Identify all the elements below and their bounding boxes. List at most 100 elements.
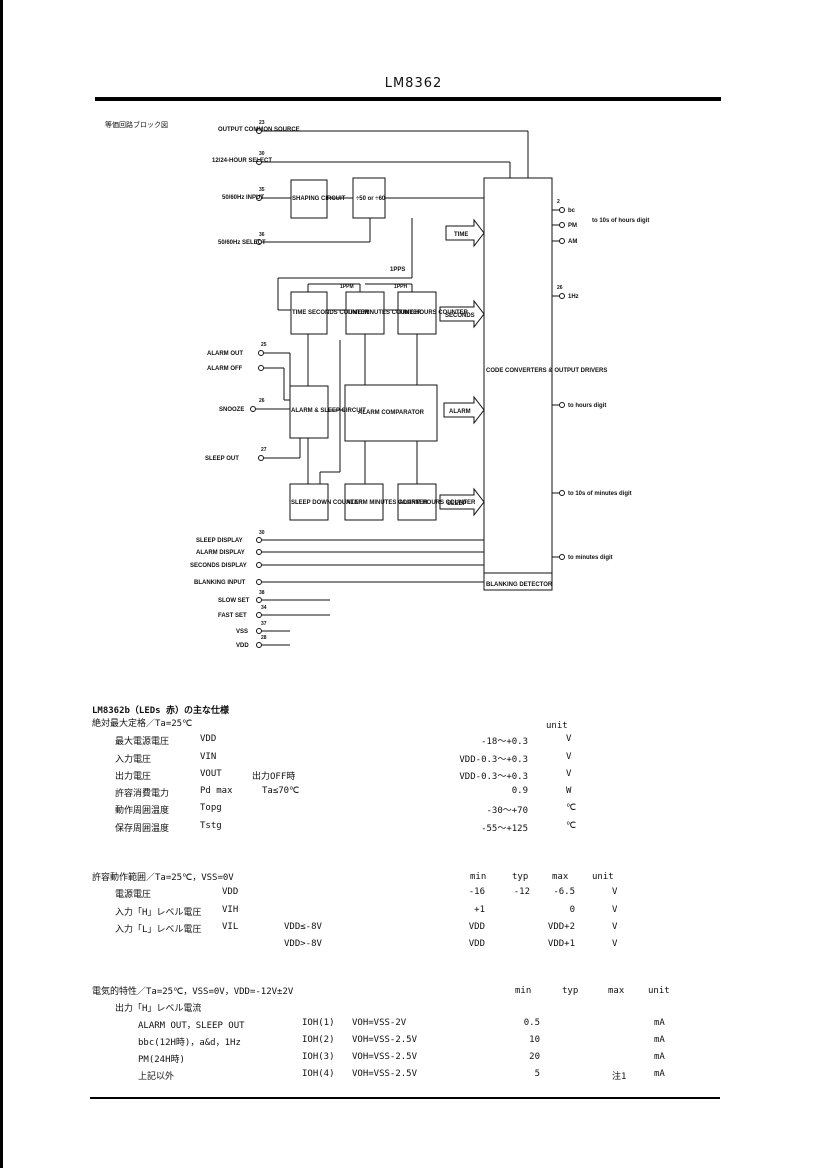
elec-row-unit: mA — [654, 1018, 665, 1028]
pin-number: 23 — [259, 120, 265, 126]
abs-row-value: -30～+70 — [486, 806, 528, 816]
op-header-max: max — [552, 872, 569, 882]
block-label: BLANKING DETECTOR — [486, 582, 553, 588]
abs-row-value: -18～+0.3 — [481, 737, 528, 747]
sleep-down-counter-block — [289, 483, 329, 521]
elec-row-unit: mA — [654, 1052, 665, 1062]
op-header-unit: unit — [592, 872, 614, 882]
input-label: 50/60Hz SELECT — [218, 240, 266, 246]
input-label: 12/24-HOUR SELECT — [212, 158, 272, 164]
time-seconds-counter-block — [290, 291, 328, 335]
pin-number: 30 — [259, 530, 265, 536]
seconds-bus-arrow — [439, 299, 485, 329]
op-row-name: 入力「L」レベル電圧 — [115, 925, 202, 935]
signal-label: 1PPH — [394, 284, 407, 290]
signal-label: SLEEP — [447, 501, 467, 507]
output-label: 1Hz — [568, 294, 579, 300]
abs-row-unit: V — [566, 734, 572, 744]
pin-number: 25 — [261, 342, 267, 348]
elec-row-name: bbc(12H時)，a&d，1Hz — [138, 1038, 241, 1048]
abs-row-name: 保存周囲温度 — [115, 824, 170, 834]
op-row-sym: VDD — [222, 887, 239, 897]
abs-row-value: 0.9 — [511, 786, 528, 796]
op-row-unit: V — [612, 905, 618, 915]
shaping-circuit-block — [290, 179, 328, 219]
elec-row-name: PM(24H時) — [138, 1055, 185, 1065]
op-row-unit: V — [612, 922, 618, 932]
pin-number: 35 — [259, 187, 265, 193]
signal-label: 1PPS — [390, 267, 405, 273]
elec-header-min: min — [515, 986, 532, 996]
elec-row-cond: VOH=VSS-2.5V — [352, 1052, 418, 1062]
abs-row-name: 出力電圧 — [115, 772, 152, 782]
pin-number: 2 — [557, 199, 560, 205]
alarm-comparator-block — [344, 384, 438, 442]
output-label: to 10s of hours digit — [592, 218, 649, 224]
input-label: ALARM DISPLAY — [196, 550, 245, 556]
abs-row-sym: VOUT — [200, 769, 222, 779]
spec-heading: LM8362b（LEDs 赤）の主な仕様 — [92, 706, 230, 716]
elec-header-typ: typ — [562, 986, 579, 996]
op-row-max: 0 — [569, 905, 575, 915]
elec-row-name: ALARM OUT，SLEEP OUT — [138, 1021, 245, 1031]
signal-label: ALARM — [449, 409, 471, 415]
elec-row-min: 0.5 — [523, 1018, 540, 1028]
abs-row-unit: W — [566, 786, 572, 796]
abs-row-sym: Pd max — [200, 786, 233, 796]
input-label: OUTPUT COMMON SOURCE — [218, 127, 300, 133]
op-row-typ: -12 — [513, 887, 530, 897]
input-label: VSS — [236, 629, 248, 635]
abs-row-name: 許容消費電力 — [115, 789, 170, 799]
block-label: ALARM & SLEEP CIRCUIT — [291, 408, 366, 414]
block-diagram: 等価回路ブロック図 OUTPUT COMMON SOURCE 23 12/24-… — [105, 120, 649, 649]
input-label: SECONDS DISPLAY — [190, 563, 247, 569]
block-label: SLEEP DOWN COUNTER — [291, 500, 363, 506]
block-label: ÷50 or ÷60 — [356, 196, 386, 202]
op-row-min: VDD — [468, 922, 485, 932]
elec-row-cond: VOH=VSS-2.5V — [352, 1069, 418, 1079]
op-row-max: VDD+2 — [547, 922, 575, 932]
elec-row-min: 20 — [529, 1052, 540, 1062]
signal-label: TIME — [454, 232, 468, 238]
block-label: ALARM COMPARATOR — [358, 410, 425, 416]
alarm-minutes-counter-block — [344, 483, 384, 521]
block-label: ALARM HOURS COUNTER — [399, 500, 476, 506]
elec-row-unit: mA — [654, 1035, 665, 1045]
abs-row-sym: Topg — [200, 803, 222, 813]
op-range-title: 許容動作範囲／Ta=25℃，VSS=0V — [92, 873, 234, 883]
pin-number: 36 — [259, 232, 265, 238]
input-label: FAST SET — [218, 613, 247, 619]
input-label: VDD — [236, 643, 249, 649]
abs-row-cond: Ta≤70℃ — [262, 786, 300, 796]
elec-row-sym: IOH(2) — [302, 1035, 335, 1045]
pin-number: 27 — [261, 447, 267, 453]
output-label: to 10s of minutes digit — [568, 491, 632, 497]
elec-header-unit: unit — [648, 986, 670, 996]
block-label: CODE CONVERTERS & OUTPUT DRIVERS — [486, 368, 607, 374]
abs-row-unit: ℃ — [566, 803, 577, 813]
output-label: AM — [568, 239, 577, 245]
op-row-max: -6.5 — [553, 887, 575, 897]
page-title: LM8362 — [384, 76, 443, 91]
op-header-typ: typ — [512, 872, 529, 882]
sleep-bus-arrow — [439, 487, 485, 517]
block-label: TIME MINUTES COUNTER — [347, 310, 422, 316]
elec-row-min: 10 — [529, 1035, 540, 1045]
op-row-name: 電源電圧 — [115, 890, 152, 900]
code-converter-block — [483, 177, 553, 591]
abs-row-name: 最大電源電圧 — [115, 737, 170, 747]
abs-row-sym: VDD — [200, 734, 217, 744]
pin-number: 34 — [261, 605, 267, 611]
time-bus-arrow — [445, 218, 485, 248]
elec-subtitle: 出力「H」レベル電流 — [115, 1004, 202, 1014]
header-rule — [95, 97, 721, 101]
elec-row-cond: VOH=VSS-2.5V — [352, 1035, 418, 1045]
op-row-name: 入力「H」レベル電圧 — [115, 908, 202, 918]
abs-row-cond: 出力OFF時 — [252, 772, 296, 782]
op-row-min: +1 — [474, 905, 485, 915]
block-label: SHAPING CIRCUIT — [292, 196, 346, 202]
signal-label: SECONDS — [445, 313, 475, 319]
output-label: bc — [568, 208, 576, 214]
output-label: to minutes digit — [568, 555, 613, 561]
elec-row-name: 上記以外 — [138, 1072, 175, 1082]
